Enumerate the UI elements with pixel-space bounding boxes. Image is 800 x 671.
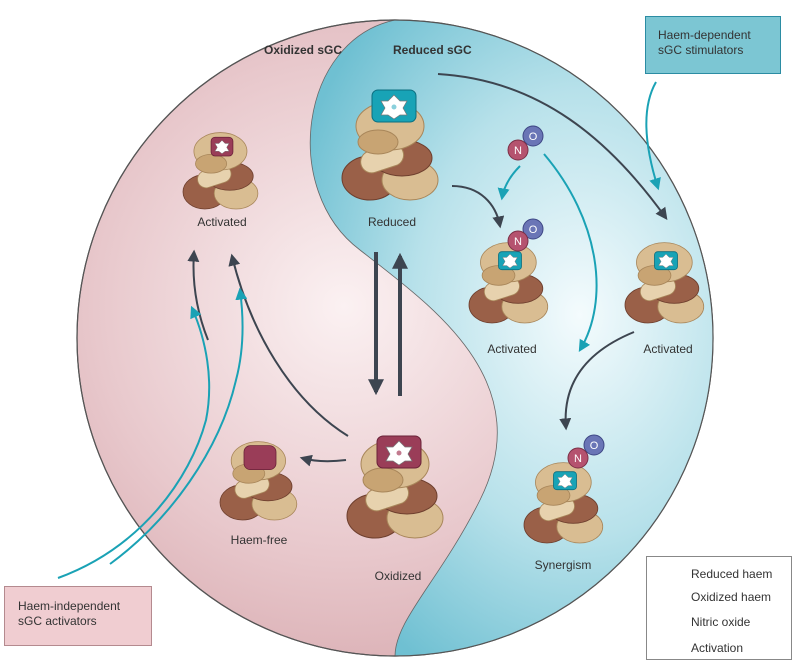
- nitric-oxide-free: N O: [507, 125, 544, 161]
- no-synergism-activation-arrow: [543, 153, 598, 353]
- sgc-activators-callout: Haem-independent sGC activators: [4, 586, 152, 646]
- label-activated-no: Activated: [487, 342, 536, 356]
- no-n-letter: N: [514, 145, 522, 157]
- no-o-letter: O: [529, 224, 538, 236]
- no-o-letter: O: [529, 131, 538, 143]
- label-activated-stimulator: Activated: [643, 342, 692, 356]
- stimulator-activation-arrow: [645, 81, 661, 191]
- to-synergism-arrow: [559, 331, 635, 431]
- no-n-letter: N: [574, 453, 582, 465]
- activators-line-2: sGC activators: [18, 614, 97, 628]
- no-o-letter: O: [590, 440, 599, 452]
- sgc-stimulators-callout: Haem-dependent sGC stimulators: [645, 16, 781, 74]
- label-oxidized: Oxidized: [375, 569, 422, 583]
- no-n-letter: N: [514, 236, 522, 248]
- label-reduced: Reduced: [368, 215, 416, 229]
- legend-activation: Activation: [691, 641, 744, 655]
- legend-reduced-haem: Reduced haem: [691, 567, 773, 581]
- reduced-to-stimulated-arrow: [437, 73, 668, 220]
- oxidized-to-activated-arrow: [228, 253, 349, 437]
- activation-arrows: [57, 81, 661, 579]
- legend: Reduced haem Oxidized haem Nitric oxide …: [646, 556, 792, 660]
- oxidized-to-haem-free-arrow: [299, 454, 347, 467]
- stimulators-line-2: sGC stimulators: [658, 43, 744, 57]
- label-activated-oxidized: Activated: [197, 215, 246, 229]
- nitric-oxide-bound-mid: N O: [507, 218, 544, 252]
- activators-line-1: Haem-independent: [18, 599, 121, 613]
- activator-activation-arrow-1: [57, 305, 211, 579]
- legend-oxidized-haem: Oxidized haem: [691, 590, 772, 604]
- stimulators-line-1: Haem-dependent: [658, 28, 751, 42]
- nitric-oxide-bound-synergism: N O: [567, 434, 605, 469]
- reduced-to-no-activated-arrow: [451, 185, 505, 229]
- haem-free-to-activated-arrow: [187, 249, 209, 341]
- activator-activation-arrow-2: [109, 287, 248, 565]
- label-haem-free: Haem-free: [231, 533, 288, 547]
- oxidized-sgc-title: Oxidized sGC: [264, 43, 342, 57]
- no-activation-arrow: [497, 165, 521, 201]
- reduced-sgc-title: Reduced sGC: [393, 43, 472, 57]
- legend-nitric-oxide: Nitric oxide: [691, 615, 751, 629]
- outer-circle: [76, 19, 714, 657]
- label-synergism: Synergism: [535, 558, 592, 572]
- pathway-arrows: [187, 73, 668, 467]
